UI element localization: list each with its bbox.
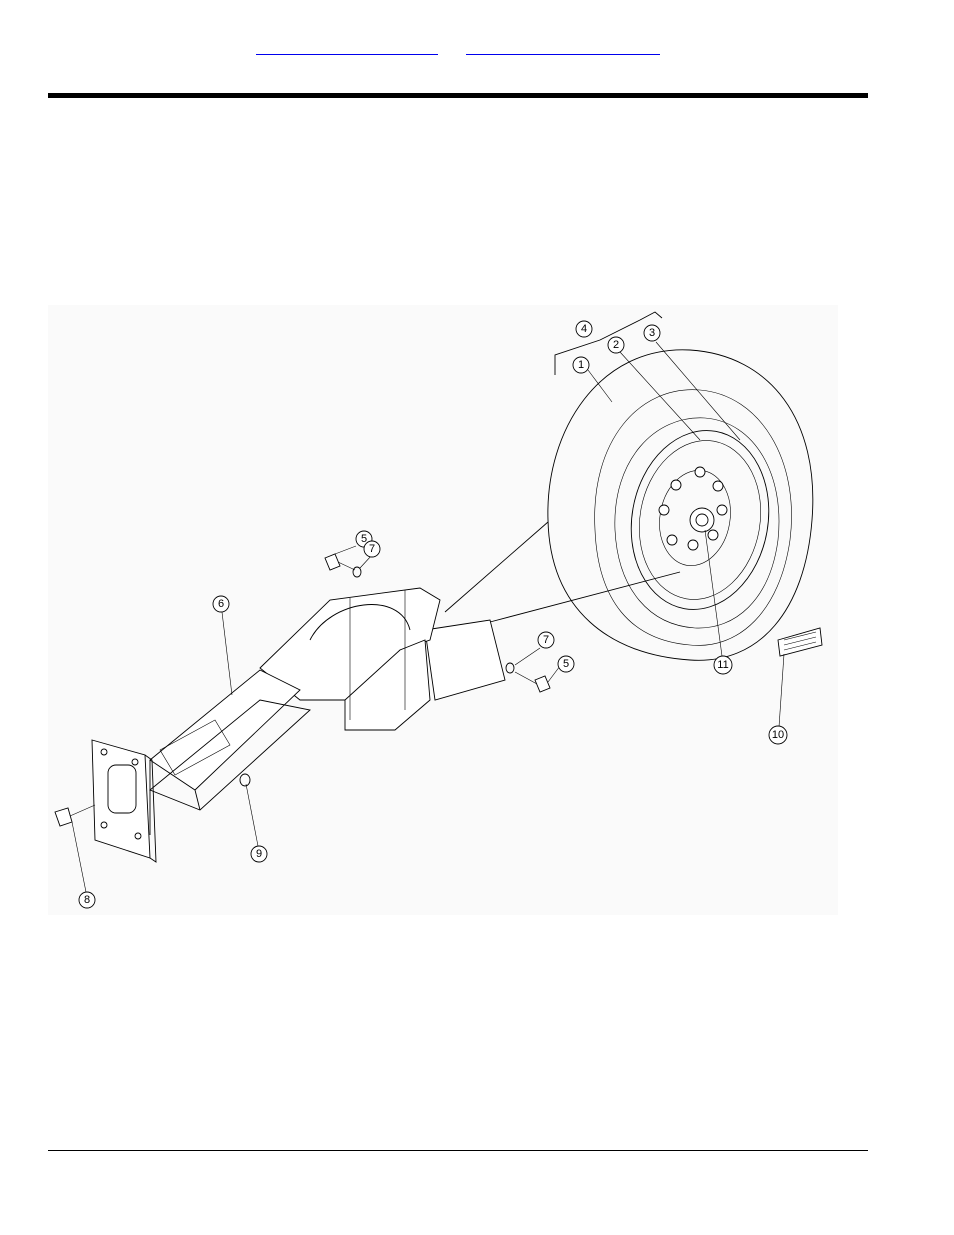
callout-8: 8 — [79, 892, 95, 908]
callout-4: 4 — [576, 321, 592, 337]
svg-text:7: 7 — [369, 543, 375, 555]
callout-11: 11 — [714, 656, 732, 674]
svg-text:2: 2 — [613, 339, 619, 351]
caution-decal-part — [778, 628, 822, 656]
callout-2: 2 — [608, 337, 624, 353]
tire-part — [548, 350, 813, 661]
callout-6: 6 — [213, 596, 229, 612]
callout-1: 1 — [573, 357, 589, 373]
svg-text:9: 9 — [256, 848, 262, 860]
callout-9: 9 — [251, 846, 267, 862]
hub-part — [659, 467, 727, 550]
arm-part — [425, 522, 680, 700]
mount-plate-part — [92, 740, 156, 862]
tube-frame-part — [150, 670, 310, 835]
svg-text:5: 5 — [563, 658, 569, 670]
svg-text:11: 11 — [717, 659, 728, 671]
callout-10: 10 — [769, 726, 787, 744]
footer-rule — [48, 1150, 868, 1151]
svg-text:3: 3 — [649, 327, 655, 339]
svg-text:7: 7 — [543, 634, 549, 646]
svg-text:4: 4 — [581, 323, 587, 335]
fork-part — [260, 588, 440, 730]
callout-5-lower: 5 — [558, 656, 574, 672]
callout-3: 3 — [644, 325, 660, 341]
svg-text:8: 8 — [84, 894, 90, 906]
callout-7-lower: 7 — [538, 632, 554, 648]
svg-text:10: 10 — [772, 729, 784, 741]
svg-text:1: 1 — [578, 359, 584, 371]
svg-text:6: 6 — [218, 598, 224, 610]
callout-7-upper: 7 — [364, 541, 380, 557]
